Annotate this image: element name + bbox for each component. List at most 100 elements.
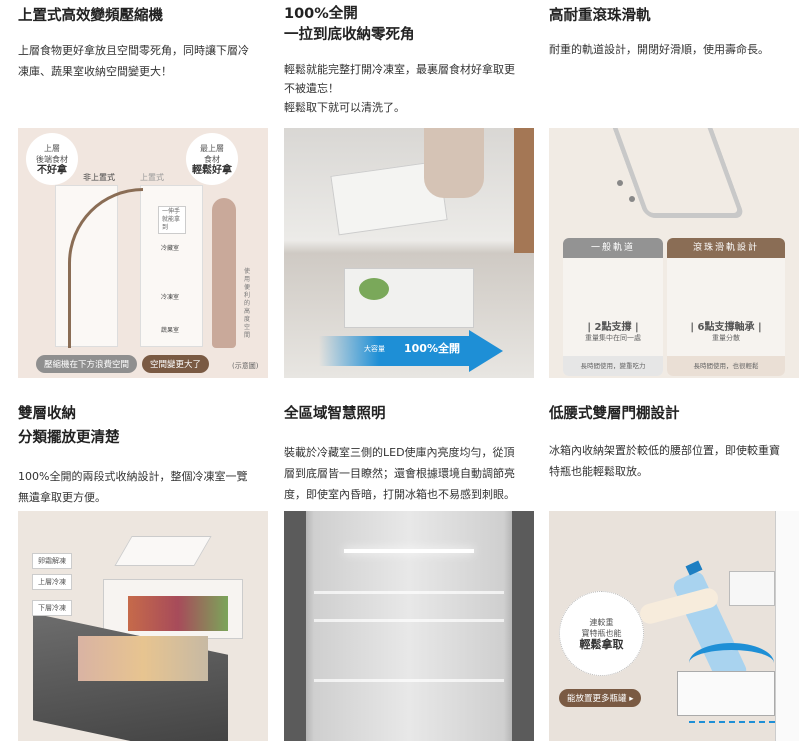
text-line: 100%全開 [404, 342, 460, 355]
feature-description: 裝載於冷藏室三側的LED使庫內亮度均勻，從頂層到底層皆一目瞭然；還會根據環境自動… [284, 442, 536, 505]
text-line: 全區域智慧照明 [284, 406, 386, 422]
ball-rail-illustration: 一般軌道 | 2點支撐 | 重量集中在同一處 長時間使用，變重吃力 滾珠滑軌設計… [549, 128, 799, 378]
decorative-shape [512, 511, 534, 741]
decorative-shape [775, 511, 799, 741]
text-line: 輕鬆就能完整打開冷凍室，最裏層食材好拿取更 [284, 63, 515, 76]
text-line: 後端食材 [36, 154, 68, 164]
text-line: 最上層 [200, 143, 224, 153]
text-line: 上置式 [140, 173, 164, 182]
text-line: 冷藏室 [161, 245, 180, 252]
lighting-photo [284, 511, 534, 741]
ball-rail-panel: 滾珠滑軌設計 | 6點支撐軸承 | 重量分散 長時間使用，也很輕鬆 [667, 238, 785, 376]
decorative-shape [314, 679, 504, 682]
text-line: (示意圖) [232, 362, 259, 370]
decorative-shape [629, 196, 635, 202]
feature-top-compressor: 上置式高效變頻壓縮機 上層食物更好拿放且空間零死角，同時讓下層冷凍庫、蔬果室收納… [18, 4, 270, 82]
feature-full-open: 100%全開一拉到底收納零死角 輕鬆就能完整打開冷凍室，最裏層食材好拿取更不被遺… [284, 4, 536, 117]
feature-smart-lighting: 全區域智慧照明 裝載於冷藏室三側的LED使庫內亮度均勻，從頂層到底層皆一目瞭然；… [284, 402, 536, 505]
text-line: 不好拿 [37, 164, 67, 176]
decorative-shape: 上層後端食材不好拿 [26, 133, 78, 185]
text-line: 凍庫、蔬果室收納空間變更大！ [18, 65, 172, 78]
text-line: 不被遺忘！ [284, 82, 339, 95]
standard-rail-panel: 一般軌道 | 2點支撐 | 重量集中在同一處 長時間使用，變重吃力 [563, 238, 663, 376]
decorative-shape: 最上層食材輕鬆好拿 [186, 133, 238, 185]
text-line: 層到底層皆一目瞭然；還會根據環境自動調節亮 [284, 467, 515, 480]
text-line: 分類擺放更清楚 [18, 430, 120, 446]
decorative-shape [344, 268, 474, 328]
decorative-shape [128, 596, 228, 631]
text-line: 重量集中在同一處 [585, 334, 641, 342]
text-line: 高耐重滾珠滑軌 [549, 8, 651, 24]
text-line: 無遺拿取更方便。 [18, 491, 106, 504]
text-line: 長時間使用，變重吃力 [563, 356, 663, 376]
text-line: 使用便利的高度空間 [244, 268, 251, 339]
decorative-shape [314, 591, 504, 594]
decorative-shape [617, 180, 623, 186]
decorative-shape [424, 128, 484, 198]
text-line: 上層食物更好拿放且空間零死角，同時讓下層冷 [18, 44, 249, 57]
text-line: 冷凍室 [161, 294, 180, 301]
feature-description: 輕鬆就能完整打開冷凍室，最裏層食材好拿取更不被遺忘！ 輕鬆取下就可以清洗了。 [284, 60, 536, 117]
decorative-shape [78, 636, 208, 681]
text-line: 特瓶也能輕鬆取放。 [549, 465, 648, 478]
text-line: 一伸手就能拿到 [158, 206, 186, 234]
feature-low-door-shelf: 低腰式雙層門棚設計 冰箱內收納架置於較低的腰部位置，即使較重寶特瓶也能輕鬆取放。 [549, 402, 799, 482]
text-line: | 6點支撐軸承 | [690, 322, 762, 333]
feature-description: 耐重的軌道設計，開閉好滑順，使用壽命長。 [549, 39, 799, 60]
text-line: 冰箱內收納架置於較低的腰部位置，即使較重寶 [549, 444, 780, 457]
text-line: 一拉到底收納零死角 [284, 27, 415, 43]
decorative-shape [469, 330, 503, 372]
feature-description: 上層食物更好拿放且空間零死角，同時讓下層冷凍庫、蔬果室收納空間變更大！ [18, 40, 270, 82]
text-line: 食材 [204, 154, 220, 164]
more-bottles-button[interactable]: 能放置更多瓶罐 ▸ [559, 689, 642, 707]
text-line: 非上置式 [83, 173, 115, 182]
decorative-shape [212, 198, 236, 348]
decorative-shape [319, 336, 469, 366]
decorative-shape [359, 278, 389, 300]
text-line: 裝載於冷藏室三側的LED使庫內亮度均勻，從頂 [284, 446, 515, 459]
text-line: 上置式高效變頻壓縮機 [18, 8, 163, 24]
feature-title: 低腰式雙層門棚設計 [549, 402, 799, 426]
text-line: 上層冷凍 [32, 574, 72, 590]
text-line: 輕鬆取下就可以清洗了。 [284, 101, 405, 114]
text-line: 低腰式雙層門棚設計 [549, 406, 680, 422]
text-line: 100%全開 [284, 6, 358, 22]
decorative-shape [689, 643, 774, 683]
easy-grab-bubble: 連較重寶特瓶也能輕鬆拿取 [559, 591, 644, 676]
text-line: 度，即使室內昏暗，打開冰箱也不易感到刺眼。 [284, 488, 515, 501]
door-shelf-illustration: 連較重寶特瓶也能輕鬆拿取 能放置更多瓶罐 ▸ [549, 511, 799, 741]
text-line: 大容量 [364, 345, 385, 353]
full-open-photo: 大容量 100%全開 [284, 128, 534, 378]
text-line: 寶特瓶也能 [581, 629, 622, 638]
decorative-shape [284, 511, 306, 741]
text-line: | 2點支撐 | [587, 322, 639, 333]
feature-ball-rail: 高耐重滾珠滑軌 耐重的軌道設計，開閉好滑順，使用壽命長。 [549, 4, 799, 60]
text-line: 下層冷凍 [32, 600, 72, 616]
feature-title: 高耐重滾珠滑軌 [549, 4, 799, 28]
decorative-shape [514, 128, 534, 253]
text-line: 蔬果室 [161, 327, 180, 334]
feature-description: 100%全開的兩段式收納設計，整個冷凍室一覽無遺拿取更方便。 [18, 466, 270, 508]
feature-title: 100%全開一拉到底收納零死角 [284, 4, 536, 46]
text-line: 卵霜解凍 [32, 553, 72, 569]
decorative-shape [344, 549, 474, 553]
decorative-shape [612, 128, 746, 218]
text-line: 重量分散 [712, 334, 740, 342]
feature-title: 上置式高效變頻壓縮機 [18, 4, 270, 28]
feature-title: 全區域智慧照明 [284, 402, 536, 426]
text-line: 長時間使用，也很輕鬆 [667, 356, 785, 376]
text-line: 滾珠滑軌設計 [667, 238, 785, 258]
compressor-illustration: 上層後端食材不好拿 最上層食材輕鬆好拿 非上置式 上置式 一伸手就能拿到 冷藏室… [18, 128, 268, 378]
decorative-shape [729, 571, 775, 606]
text-line: 輕鬆拿取 [579, 638, 624, 651]
feature-title: 雙層收納分類擺放更清楚 [18, 402, 270, 450]
text-line: 一般軌道 [563, 238, 663, 258]
decorative-shape [689, 721, 775, 723]
decorative-shape [314, 619, 504, 622]
feature-description: 冰箱內收納架置於較低的腰部位置，即使較重寶特瓶也能輕鬆取放。 [549, 440, 799, 482]
text-line: 連較重 [589, 618, 614, 627]
text-line: 耐重的軌道設計，開閉好滑順，使用壽命長。 [549, 43, 769, 56]
more-space-label: 空間變更大了 [142, 355, 210, 373]
text-line: 上層 [44, 143, 60, 153]
text-line: 雙層收納 [18, 406, 76, 422]
